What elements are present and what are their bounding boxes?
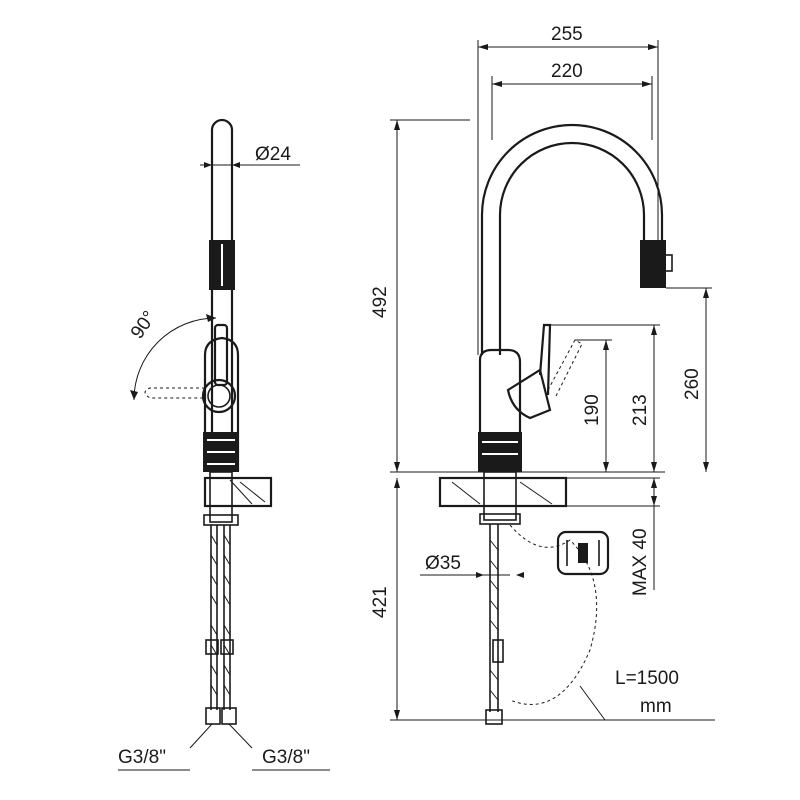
front-hoses	[485, 524, 504, 725]
front-body	[478, 348, 522, 472]
dim-spout-diameter: Ø24	[255, 144, 291, 165]
dim-overall-reach: 255	[551, 24, 583, 45]
front-base-collar	[478, 432, 522, 472]
dim-handle-190: 190	[582, 394, 603, 426]
hose-counterweight	[556, 530, 610, 576]
front-handle-lever	[538, 323, 552, 396]
side-handle-rotated	[144, 387, 205, 399]
connection-left-label: G3/8"	[118, 747, 166, 768]
dim-handle-213: 213	[630, 394, 651, 426]
front-spout-inner	[498, 141, 646, 355]
side-handle-lever	[213, 323, 229, 387]
dim-hole-diameter: Ø35	[425, 553, 461, 574]
side-body	[203, 336, 240, 472]
hose-length-label: L=1500	[615, 668, 679, 689]
front-nut	[479, 513, 521, 525]
side-hoses	[205, 525, 237, 725]
side-spout-tube	[210, 118, 234, 470]
dim-deck-thickness: MAX 40	[630, 528, 651, 596]
connection-right-label: G3/8"	[262, 747, 310, 768]
hose-length-unit: mm	[640, 696, 672, 717]
side-view: Ø24 90° G3/8" G3/8"	[118, 118, 330, 771]
front-spout-outer	[480, 123, 664, 355]
side-handle-knob	[201, 378, 237, 414]
front-handle-open	[547, 339, 583, 397]
dim-spout-height: 260	[682, 368, 703, 400]
front-spray-head	[640, 240, 666, 288]
rotation-arc	[133, 317, 217, 401]
dim-below-deck: 421	[370, 586, 391, 618]
side-nut	[203, 514, 239, 526]
front-deck	[438, 476, 568, 508]
dim-rotation: 90°	[127, 307, 161, 343]
dim-total-height: 492	[370, 286, 391, 318]
front-handle-body	[506, 368, 552, 420]
side-deck	[203, 476, 273, 508]
front-view: 255 220 492 190 213 260	[370, 24, 715, 725]
dim-spout-reach: 220	[551, 61, 583, 82]
pullout-hose	[509, 524, 598, 705]
